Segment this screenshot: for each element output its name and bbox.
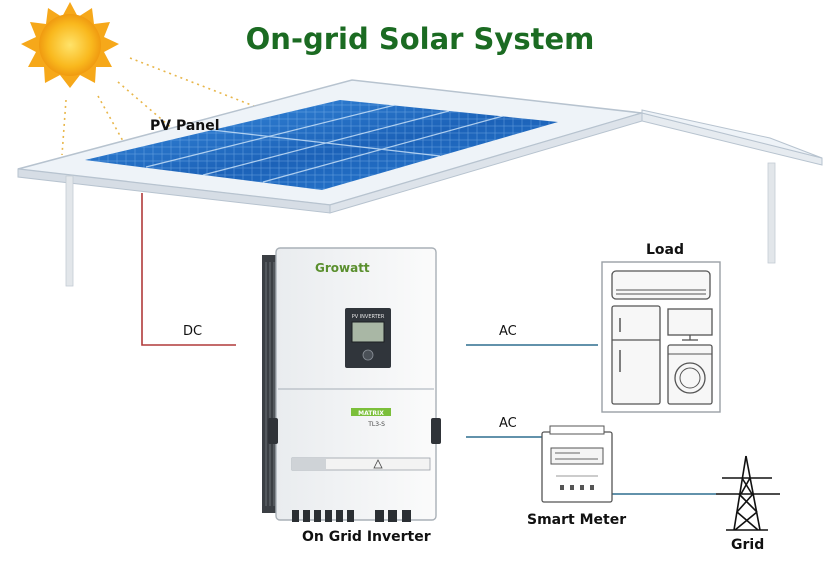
ac-meter-label: AC <box>499 416 517 431</box>
on-grid-inverter: Growatt PV INVERTER MATRIX TL3-S <box>262 247 441 522</box>
inverter-label: On Grid Inverter <box>302 529 431 545</box>
tv-icon <box>667 308 713 341</box>
inverter-model-badge: MATRIX <box>358 410 384 417</box>
smart-meter-label: Smart Meter <box>527 512 627 528</box>
sun-icon <box>21 2 119 88</box>
pv-panel-array <box>85 100 558 190</box>
inverter-screen-label: PV INVERTER <box>352 314 385 320</box>
transmission-tower-icon <box>716 455 780 531</box>
pv-panel-label: PV Panel <box>150 118 220 134</box>
dc-wire <box>141 193 236 346</box>
dc-label: DC <box>183 324 203 339</box>
air-conditioner-icon <box>611 270 711 300</box>
smart-meter-icon <box>541 425 613 503</box>
grid-label: Grid <box>731 537 765 553</box>
load-label: Load <box>646 242 685 258</box>
diagram-title: On-grid Solar System <box>245 22 595 56</box>
inverter-model: TL3-S <box>367 421 385 428</box>
ac-load-label: AC <box>499 324 517 339</box>
inverter-button-icon <box>362 349 374 361</box>
washing-machine-icon <box>667 344 713 405</box>
warning-icon <box>373 459 383 469</box>
inverter-brand: Growatt <box>315 261 370 275</box>
load-appliances <box>601 261 721 413</box>
refrigerator-icon <box>611 305 661 405</box>
